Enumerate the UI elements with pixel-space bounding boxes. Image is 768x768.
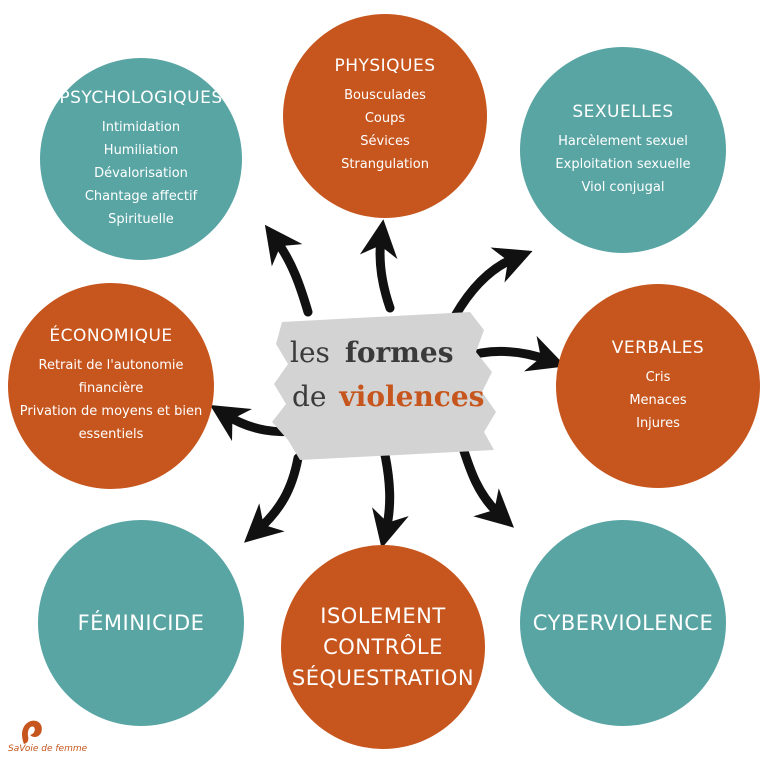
arrow-to-cyberviolence bbox=[457, 440, 514, 528]
psychologiques-item: Spirituelle bbox=[108, 211, 174, 227]
brush-stroke-background bbox=[272, 312, 496, 460]
center-violences: violences bbox=[339, 380, 485, 413]
logo-name: SaVoie de femme bbox=[8, 744, 88, 754]
circle-cyberviolence: CYBERVIOLENCE bbox=[520, 520, 726, 726]
circle-physiques: PHYSIQUES Bousculades Coups Sévices Stra… bbox=[283, 14, 487, 218]
physiques-item: Bousculades bbox=[344, 88, 426, 103]
isolement-line: ISOLEMENT bbox=[320, 603, 446, 628]
physiques-item: Sévices bbox=[360, 134, 410, 149]
economique-item: Retrait de l'autonomie bbox=[38, 358, 184, 373]
psychologiques-item: Chantage affectif bbox=[84, 188, 198, 204]
circle-economique: ÉCONOMIQUE Retrait de l'autonomie financ… bbox=[8, 283, 214, 489]
center-title-block: les formes de violences bbox=[260, 300, 500, 470]
logo-woman-icon bbox=[22, 720, 42, 744]
circle-psychologiques: PSYCHOLOGIQUES Intimidation Humiliation … bbox=[40, 58, 242, 260]
sexuelles-item: Harcèlement sexuel bbox=[558, 133, 688, 149]
feminicide-title: FÉMINICIDE bbox=[77, 610, 205, 635]
arrow-to-psychologiques bbox=[264, 224, 313, 317]
economique-item: Privation de moyens et bien bbox=[19, 404, 203, 419]
arrow-to-isolement bbox=[372, 450, 409, 549]
physiques-item: Strangulation bbox=[341, 157, 429, 172]
sexuelles-title: SEXUELLES bbox=[572, 101, 674, 122]
center-formes: formes bbox=[344, 336, 454, 369]
economique-item: financière bbox=[78, 381, 144, 396]
verbales-title: VERBALES bbox=[611, 337, 705, 358]
center-les: les bbox=[290, 336, 330, 369]
psychologiques-item: Intimidation bbox=[101, 119, 181, 135]
arrow-to-sexuelles bbox=[450, 247, 533, 321]
psychologiques-item: Humiliation bbox=[103, 142, 179, 158]
arrow-to-feminicide bbox=[244, 453, 303, 543]
circle-feminicide: FÉMINICIDE bbox=[38, 520, 244, 726]
economique-title: ÉCONOMIQUE bbox=[49, 326, 173, 346]
physiques-title: PHYSIQUES bbox=[334, 56, 436, 76]
verbales-item: Injures bbox=[636, 415, 680, 431]
psychologiques-item: Dévalorisation bbox=[94, 165, 188, 181]
physiques-item: Coups bbox=[364, 111, 406, 126]
verbales-item: Cris bbox=[645, 369, 671, 385]
psychologiques-title: PSYCHOLOGIQUES bbox=[59, 87, 223, 108]
arrow-to-physiques bbox=[359, 219, 398, 313]
economique-item: essentiels bbox=[78, 427, 144, 442]
circle-sexuelles: SEXUELLES Harcèlement sexuel Exploitatio… bbox=[520, 47, 726, 253]
cyberviolence-title: CYBERVIOLENCE bbox=[532, 610, 714, 635]
verbales-item: Menaces bbox=[629, 392, 687, 408]
sexuelles-item: Viol conjugal bbox=[581, 179, 665, 195]
circle-isolement: ISOLEMENT CONTRÔLE SÉQUESTRATION bbox=[281, 545, 485, 749]
center-de: de bbox=[292, 380, 327, 413]
circle-verbales: VERBALES Cris Menaces Injures bbox=[556, 284, 760, 488]
controle-line: CONTRÔLE bbox=[323, 634, 443, 659]
sexuelles-item: Exploitation sexuelle bbox=[555, 156, 691, 172]
sequestration-line: SÉQUESTRATION bbox=[291, 665, 475, 690]
